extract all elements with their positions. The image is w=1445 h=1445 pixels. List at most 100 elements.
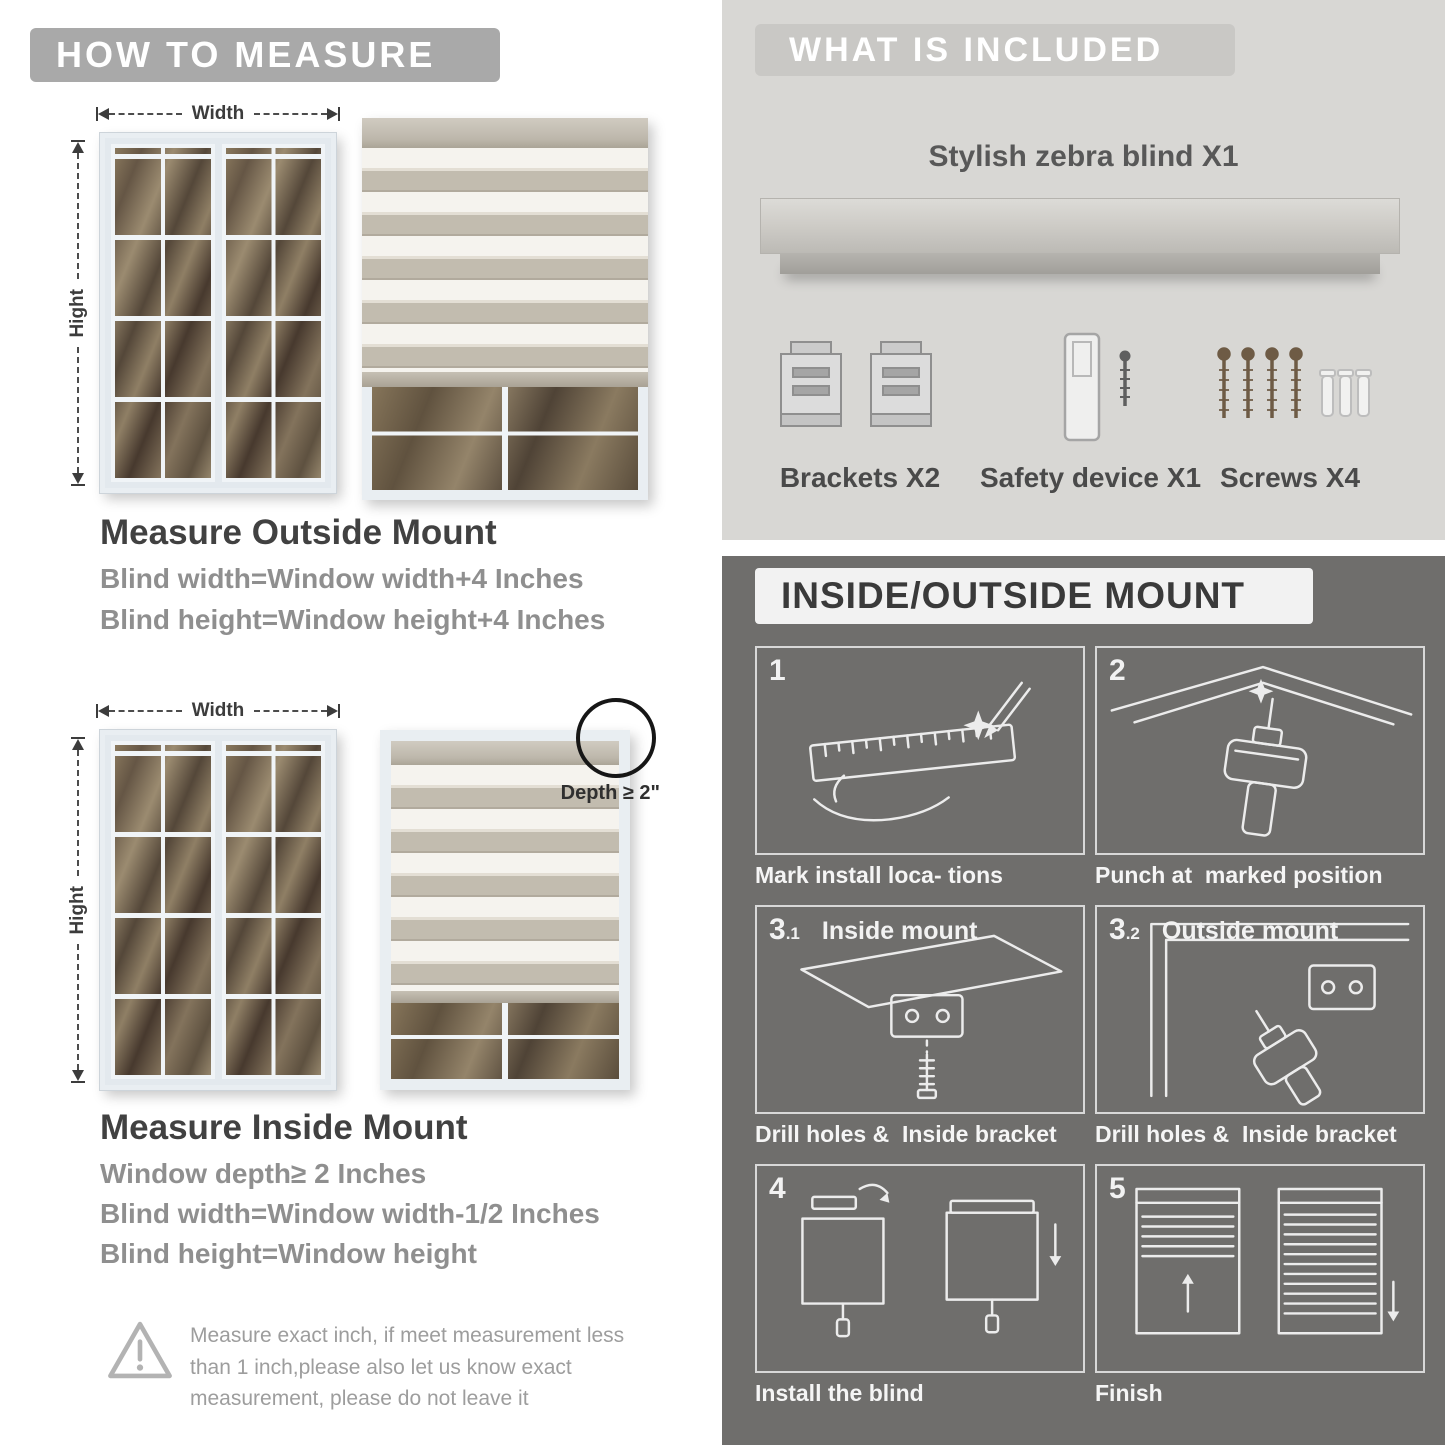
outside-mount-label: Outside mount	[1161, 917, 1339, 945]
arrow-line	[77, 944, 79, 1071]
arrow-line	[254, 113, 327, 115]
product-label: Stylish zebra blind X1	[928, 140, 1239, 173]
step-number: 1	[769, 654, 786, 687]
step-number: 5	[1109, 1172, 1126, 1205]
width-label: Width	[191, 103, 245, 124]
step-number: 4	[769, 1172, 786, 1205]
inside-formula-width: Blind width=Window width-1/2 Inches	[100, 1198, 600, 1229]
safety-device-icon	[1063, 332, 1131, 442]
arrow-line	[109, 113, 182, 115]
window-illustration-outside	[100, 133, 336, 493]
blind-bottomrail	[391, 991, 619, 1003]
mount-guide-section: INSIDE/OUTSIDE MOUNT 1	[722, 556, 1445, 1445]
step-5-illustration: 5	[1095, 1164, 1425, 1373]
window-sash	[111, 741, 215, 1079]
arrow-head-up-icon	[72, 142, 84, 153]
screws-label: Screws X4	[1219, 462, 1361, 493]
width-arrow: Width	[96, 103, 340, 124]
inside-formula-depth: Window depth≥ 2 Inches	[100, 1158, 427, 1189]
drill-ceiling-drawing	[1110, 665, 1413, 837]
arrow-head-down-icon	[72, 1070, 84, 1082]
window-sash	[221, 144, 325, 482]
step-5: 5 Finish	[1095, 1164, 1425, 1407]
arrow-tick	[71, 140, 85, 142]
blind-headrail	[362, 118, 648, 148]
arrow-line	[77, 347, 79, 474]
inside-mount-title: Measure Inside Mount	[100, 1108, 468, 1147]
window-sash	[111, 144, 215, 482]
outside-mount-title: Measure Outside Mount	[100, 513, 497, 552]
step-1: 1 Mark install loca- tions	[755, 646, 1085, 889]
arrow-tick	[71, 737, 85, 739]
brackets-label: Brackets X2	[779, 462, 941, 493]
arrow-tick	[96, 107, 98, 121]
step-number: 2	[1109, 654, 1126, 687]
install-blind-drawing	[801, 1183, 1062, 1338]
height-arrow: Hight	[67, 737, 88, 1084]
step-1-illustration: 1	[755, 646, 1085, 855]
window-behind-blind	[362, 387, 648, 500]
arrow-head-left-icon	[98, 705, 109, 717]
arrow-head-right-icon	[327, 705, 338, 717]
outside-formula-height: Blind height=Window height+4 Inches	[100, 604, 606, 635]
arrow-head-right-icon	[327, 108, 338, 120]
depth-label: Depth ≥ 2"	[560, 782, 660, 804]
arrow-line	[77, 750, 79, 876]
inside-bracket-drawing	[800, 934, 1063, 1100]
window-sash	[221, 741, 325, 1079]
mount-steps-grid: 1 Mark install loca- tions	[755, 646, 1427, 1407]
what-is-included-section: WHAT IS INCLUDED Stylish zebra blind X1	[722, 0, 1445, 540]
step-caption: Finish	[1095, 1380, 1163, 1406]
inside-formula-height: Blind height=Window height	[100, 1238, 477, 1269]
brackets-icon	[780, 341, 932, 427]
arrow-line	[254, 710, 327, 712]
how-to-measure-section: HOW TO MEASURE Width Hight Measure Outsi…	[0, 0, 722, 1445]
finished-blinds-drawing	[1135, 1187, 1400, 1335]
step-caption: Drill holes & Inside bracket	[1095, 1121, 1397, 1147]
arrow-line	[77, 153, 79, 279]
how-to-measure-header: HOW TO MEASURE	[30, 28, 500, 82]
step-2-illustration: 2	[1095, 646, 1425, 855]
arrow-head-left-icon	[98, 108, 109, 120]
arrow-tick	[338, 704, 340, 718]
outside-formula-width: Blind width=Window width+4 Inches	[100, 563, 584, 594]
blind-rail-illustration	[780, 254, 1380, 274]
step-4-illustration: 4	[755, 1164, 1085, 1373]
blind-stripes	[391, 765, 619, 991]
inside-mount-label: Inside mount	[821, 917, 978, 945]
arrow-line	[109, 710, 182, 712]
arrow-tick	[71, 1081, 85, 1084]
step-caption: Install the blind	[755, 1380, 924, 1406]
window-illustration-inside	[100, 730, 336, 1090]
arrow-head-up-icon	[72, 739, 84, 750]
width-label: Width	[191, 700, 245, 721]
blind-headrail-illustration	[760, 198, 1400, 254]
window-behind-blind	[391, 1003, 619, 1079]
blind-bottomrail	[362, 372, 648, 387]
step-caption: Drill holes & Inside bracket	[755, 1121, 1057, 1147]
step-caption: Mark install loca- tions	[755, 862, 1003, 888]
arrow-tick	[338, 107, 340, 121]
measure-tape-drawing	[809, 681, 1031, 822]
warning-triangle-icon	[108, 1321, 172, 1379]
width-arrow: Width	[96, 700, 340, 721]
outside-bracket-drawing	[1150, 922, 1410, 1106]
arrow-tick	[96, 704, 98, 718]
height-arrow: Hight	[67, 140, 88, 487]
step-caption: Punch at marked position	[1095, 862, 1383, 888]
step-4: 4 Install the blind	[755, 1164, 1085, 1407]
mount-guide-header: INSIDE/OUTSIDE MOUNT	[755, 568, 1313, 624]
height-label: Hight	[67, 885, 88, 935]
arrow-tick	[71, 484, 85, 487]
what-is-included-header: WHAT IS INCLUDED	[755, 24, 1235, 76]
depth-circle-icon	[576, 698, 656, 778]
arrow-head-down-icon	[72, 473, 84, 485]
blind-stripes	[362, 148, 648, 372]
step-2: 2 Punch at marked position	[1095, 646, 1425, 889]
zebra-blind-outside-mount	[362, 118, 648, 500]
